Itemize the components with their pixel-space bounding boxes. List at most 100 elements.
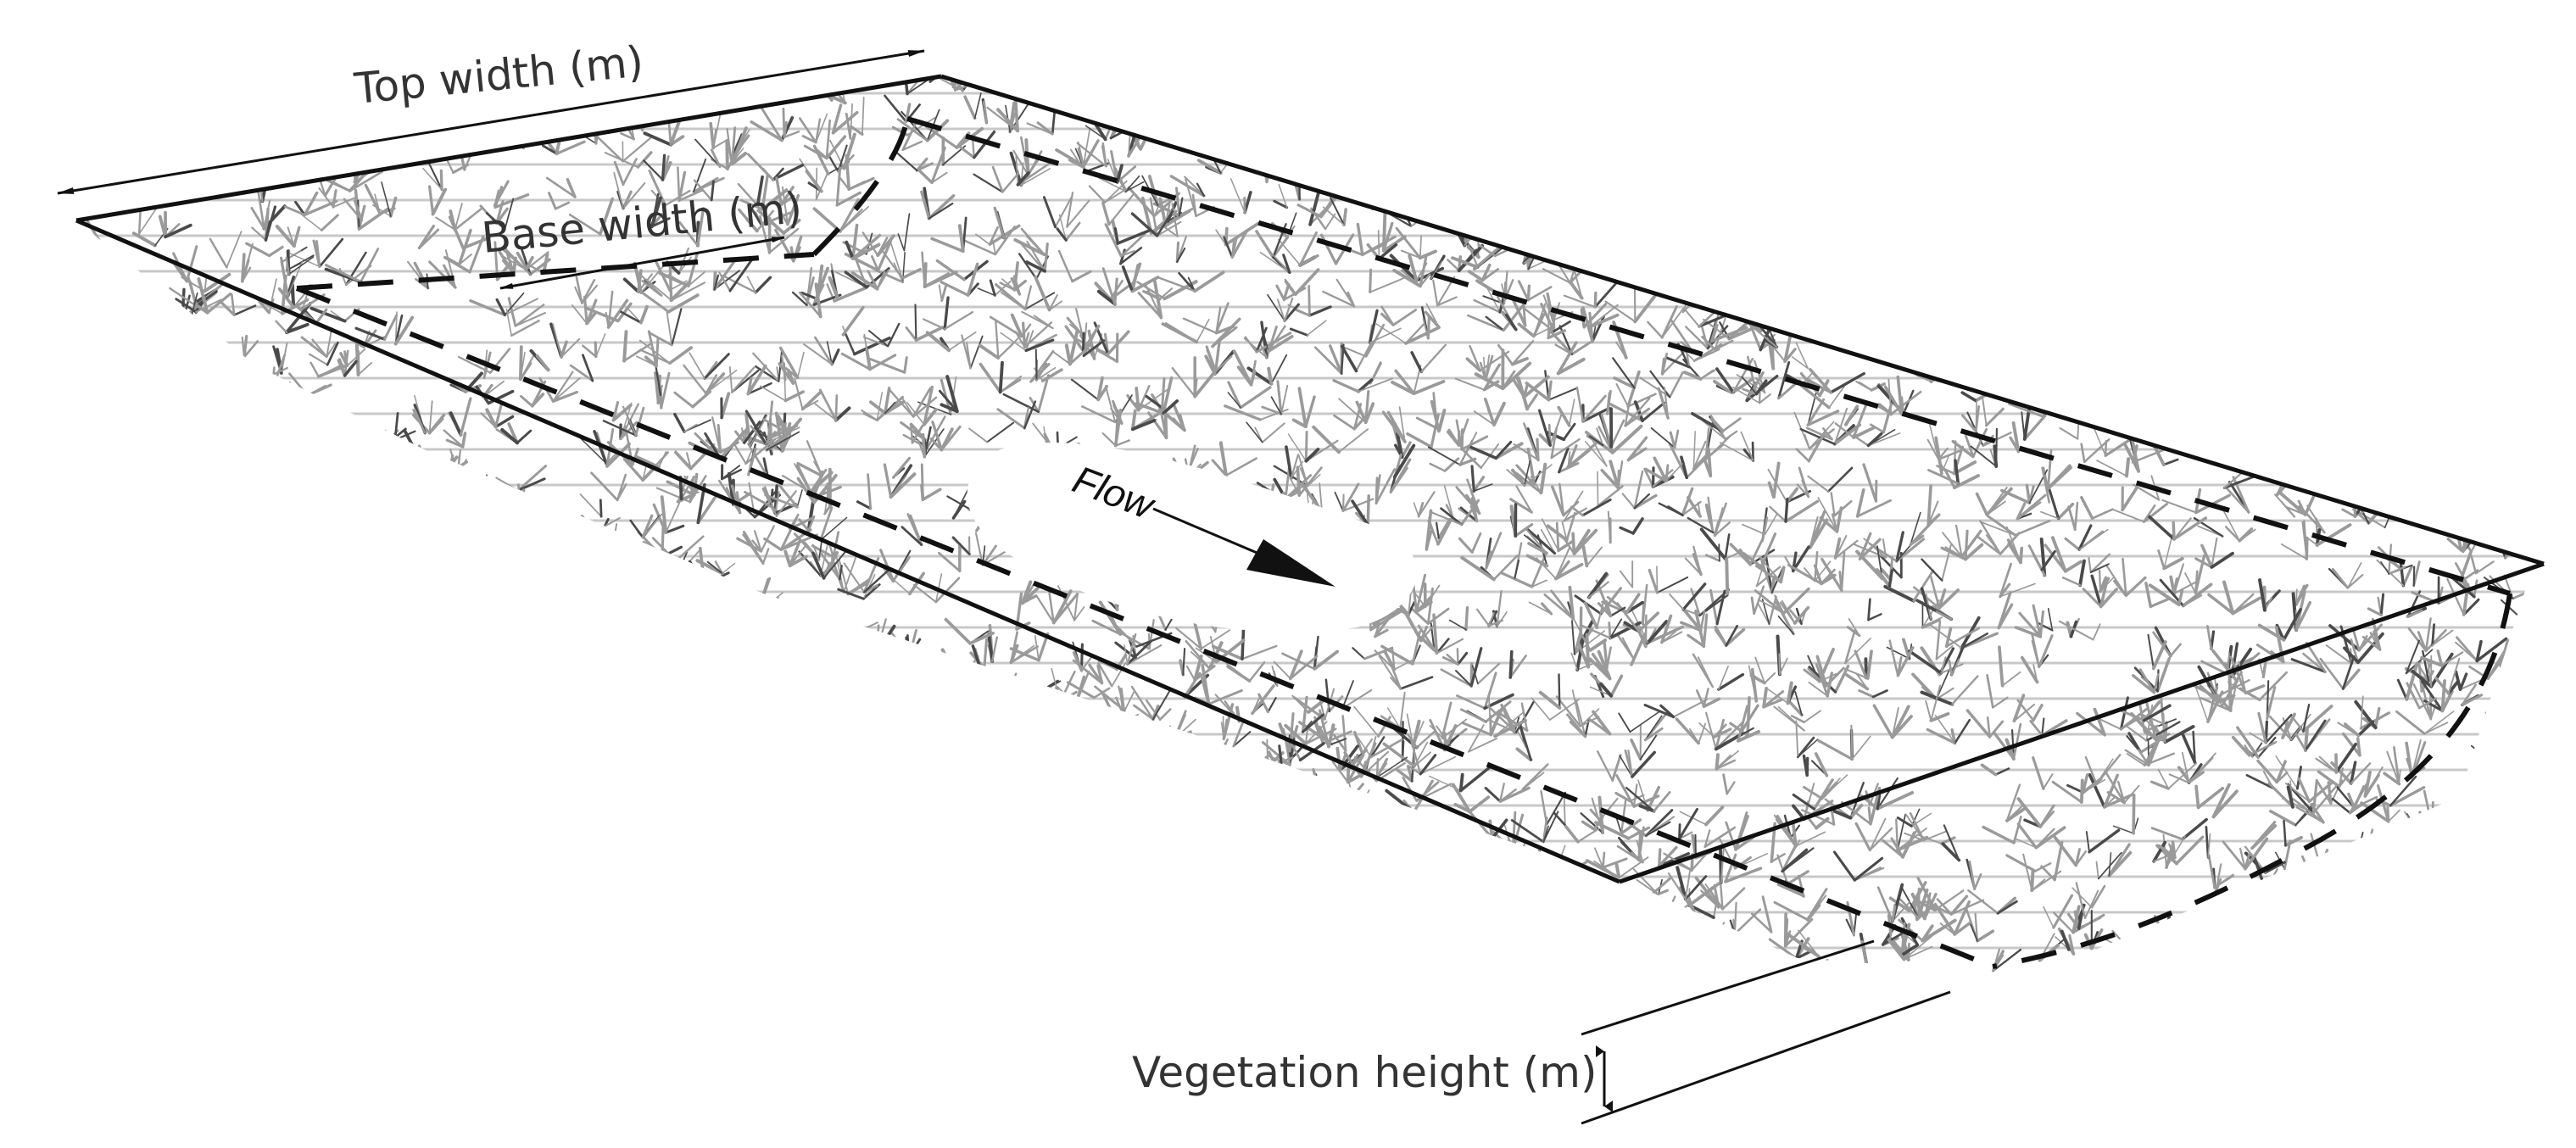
grass-blade (567, 696, 591, 716)
grass-tuft (1219, 92, 1278, 122)
grass-blade (1382, 108, 1393, 124)
grass-blade (1752, 304, 1765, 321)
grass-blade (410, 445, 421, 460)
grass-blade (1783, 157, 1803, 174)
grass-tuft (2090, 242, 2139, 276)
grass-tuft (594, 844, 613, 879)
grass-blade (1828, 385, 1846, 409)
grass-blade (197, 674, 227, 699)
grass-blade (2264, 237, 2287, 265)
grass-blade (2482, 924, 2498, 936)
grass-blade (1978, 292, 1991, 310)
grass-blade (2374, 887, 2385, 906)
grass-blade (587, 921, 599, 942)
grass-blade (221, 485, 235, 497)
grass-blade (1226, 665, 1252, 683)
grass-blade (839, 198, 860, 233)
grass-tuft (178, 593, 193, 629)
grass-blade (47, 879, 69, 904)
grass-tuft (88, 399, 149, 437)
grass-tuft (2109, 123, 2144, 148)
grass-blade (98, 403, 104, 434)
grass-blade (95, 778, 121, 800)
grass-blade (1779, 657, 1788, 676)
grass-blade (294, 808, 317, 833)
grass-tuft (113, 493, 128, 522)
grass-blade (254, 761, 268, 772)
grass-tuft (2088, 772, 2135, 809)
grass-blade (2417, 249, 2451, 265)
grass-blade (276, 546, 281, 585)
grass-tuft (822, 712, 850, 748)
grass-blade (2471, 180, 2492, 199)
grass-blade (1062, 76, 1073, 92)
grass-tuft (988, 822, 1012, 836)
grass-blade (737, 649, 749, 666)
grass-blade (1134, 893, 1137, 914)
grass-blade (2012, 816, 2022, 844)
grass-tuft (337, 849, 375, 876)
grass-blade (688, 901, 699, 916)
grass-tuft (1759, 76, 1783, 95)
grass-blade (560, 513, 574, 552)
grass-tuft (588, 900, 633, 936)
grass-blade (1233, 847, 1257, 866)
grass-tuft (1992, 322, 2028, 343)
grass-blade (1103, 95, 1117, 112)
grass-tuft (354, 503, 394, 539)
grass-blade (2495, 423, 2508, 458)
grass-blade (342, 849, 375, 876)
grass-blade (1960, 178, 1990, 192)
grass-blade (2357, 623, 2383, 652)
grass-blade (460, 432, 467, 449)
grass-tuft (2361, 76, 2406, 99)
grass-blade (2471, 188, 2490, 199)
grass-tuft (474, 710, 507, 746)
grass-blade (1642, 220, 1669, 237)
grass-tuft (951, 486, 970, 520)
grass-blade (1341, 783, 1364, 809)
grass-tuft (2478, 914, 2498, 936)
grass-blade (1960, 391, 1977, 403)
grass-blade (495, 298, 507, 316)
grass-blade (88, 245, 94, 266)
grass-blade (2055, 314, 2067, 331)
grass-blade (760, 710, 767, 736)
grass-blade (2261, 315, 2275, 342)
grass-tuft (225, 76, 256, 110)
grass-tuft (833, 800, 851, 817)
grass-blade (1224, 805, 1235, 823)
grass-blade (1921, 924, 1934, 943)
grass-blade (1573, 268, 1583, 299)
grass-blade (724, 673, 756, 692)
grass-blade (362, 549, 371, 565)
grass-blade (1283, 86, 1308, 114)
grass-blade (2352, 839, 2370, 871)
grass-blade (85, 900, 90, 927)
grass-blade (1406, 859, 1429, 873)
grass-blade (2248, 102, 2254, 131)
grass-blade (371, 450, 384, 466)
grass-blade (1665, 215, 1687, 237)
grass-tuft (1113, 912, 1146, 950)
grass-blade (1666, 118, 1688, 140)
grass-blade (125, 632, 134, 660)
grass-blade (922, 879, 935, 919)
grass-tuft (2481, 856, 2521, 878)
grass-tuft (1287, 285, 1332, 317)
grass-blade (176, 417, 187, 432)
grass-blade (2358, 292, 2384, 314)
grass-tuft (371, 442, 404, 466)
grass-blade (354, 446, 376, 460)
grass-blade (1776, 248, 1793, 283)
grass-blade (2400, 76, 2427, 102)
grass-blade (1421, 171, 1448, 191)
grass-blade (2107, 174, 2128, 199)
grass-tuft (1229, 76, 1280, 79)
grass-blade (1105, 938, 1117, 971)
grass-tuft (1406, 413, 1440, 449)
grass-blade (154, 385, 180, 407)
grass-tuft (125, 360, 147, 390)
grass-tuft (946, 802, 986, 826)
grass-blade (800, 936, 805, 975)
